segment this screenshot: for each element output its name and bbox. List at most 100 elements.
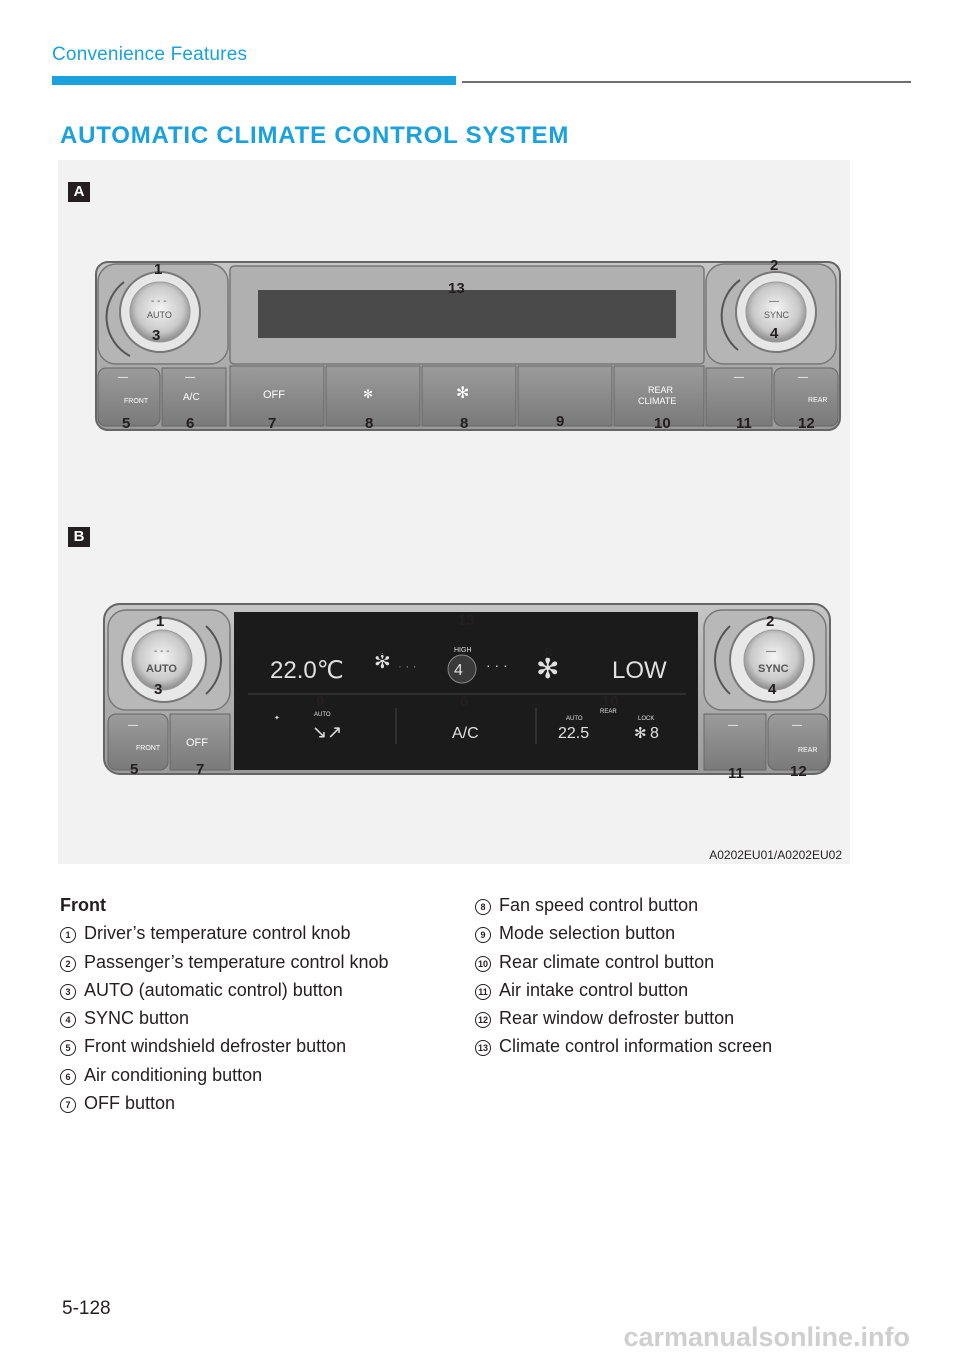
legend-number: 1: [60, 927, 76, 944]
panel-b-temp-right: LOW: [612, 657, 667, 684]
legend-text: OFF button: [84, 1093, 176, 1114]
climate-panels-illustration: - - - AUTO — SYNC: [95, 257, 841, 782]
svg-text:8: 8: [544, 645, 552, 662]
panel-b-ac-label: A/C: [452, 725, 479, 742]
svg-text:—: —: [734, 372, 744, 383]
svg-text:13: 13: [448, 280, 465, 297]
panel-b-temp-left: 22.0℃: [270, 657, 344, 684]
legend-text: Mode selection button: [499, 923, 676, 944]
watermark: carmanualsonline.info: [623, 1322, 910, 1352]
svg-text:—: —: [728, 720, 738, 731]
page-number: 5-128: [62, 1298, 111, 1319]
panel-b-front-label: FRONT: [136, 745, 161, 752]
panel-a-front-label: FRONT: [124, 398, 149, 405]
panel-b-off-label: OFF: [186, 737, 208, 749]
legend-text: Air intake control button: [499, 979, 689, 1000]
panel-b-mode-auto: AUTO: [314, 712, 331, 718]
panel-b-sync-label: SYNC: [758, 663, 789, 675]
svg-text:6: 6: [186, 415, 194, 432]
svg-text:12: 12: [798, 415, 815, 432]
legend-item: 3 AUTO (automatic control) button: [60, 976, 389, 1004]
svg-text:2: 2: [766, 613, 774, 630]
legend-heading: Front: [60, 895, 106, 915]
svg-text:↘↗: ↘↗: [312, 722, 342, 742]
svg-text:✦: ✦: [274, 714, 280, 722]
panel-b-rear-label: REAR: [600, 709, 617, 715]
svg-text:8: 8: [460, 415, 468, 432]
panel-b-lock-label: LOCK: [638, 716, 654, 722]
svg-text:6: 6: [460, 693, 468, 710]
svg-text:✻: ✻: [374, 651, 391, 673]
svg-text:3: 3: [154, 681, 162, 698]
legend-text: Fan speed control button: [499, 895, 699, 915]
panel-a-rear-label: REAR: [808, 397, 827, 404]
svg-text:- - -: - - -: [151, 296, 167, 307]
svg-text:9: 9: [316, 693, 324, 710]
svg-text:12: 12: [790, 763, 807, 780]
svg-text:5: 5: [130, 761, 138, 778]
panel-b-rear-button-label: REAR: [798, 747, 817, 754]
legend-text: Front windshield defroster button: [84, 1036, 347, 1057]
svg-text:3: 3: [152, 327, 160, 344]
svg-text:10: 10: [602, 693, 619, 710]
svg-text:4: 4: [768, 681, 777, 698]
legend-column-right: 8 Fan speed control button 9 Mode selectio…: [475, 891, 772, 1061]
svg-text:—: —: [769, 296, 779, 307]
legend-item: 9 Mode selection button: [475, 919, 772, 947]
svg-text:· · ·: · · ·: [398, 659, 417, 673]
svg-text:✻: ✻: [634, 725, 647, 742]
legend-number: 4: [60, 1012, 76, 1029]
svg-text:1: 1: [154, 261, 162, 278]
legend-number: 9: [475, 927, 491, 944]
legend-text: Air conditioning button: [84, 1064, 263, 1085]
panel-b-rear-temp: 22.5: [558, 725, 589, 742]
panel-a-ac-label: A/C: [183, 392, 200, 403]
legend-number: 3: [60, 983, 76, 1000]
svg-text:—: —: [128, 720, 138, 731]
header-accent-bar: [52, 76, 456, 85]
svg-text:11: 11: [728, 765, 744, 782]
panel-b-high-label: HIGH: [454, 647, 472, 654]
figure-label-a: A: [68, 182, 90, 202]
panel-a: - - - AUTO — SYNC: [95, 261, 841, 431]
panel-b-rear-fan: 8: [650, 725, 659, 742]
climate-control-figure: A B - - - AUTO: [58, 160, 850, 864]
svg-text:—: —: [792, 720, 802, 731]
legend-text: AUTO (automatic control) button: [84, 979, 343, 1000]
panel-b-fan-level: 4: [454, 662, 463, 679]
svg-text:✻: ✻: [363, 387, 373, 401]
svg-text:- - -: - - -: [154, 646, 170, 657]
svg-text:7: 7: [268, 415, 276, 432]
svg-text:2: 2: [770, 257, 778, 274]
page-title: AUTOMATIC CLIMATE CONTROL SYSTEM: [60, 122, 570, 149]
legend-number: 13: [475, 1040, 491, 1057]
svg-text:—: —: [798, 372, 808, 383]
legend-item: 8 Fan speed control button: [475, 891, 772, 919]
svg-text:10: 10: [654, 415, 671, 432]
figure-label-b: B: [68, 527, 90, 547]
legend-number: 12: [475, 1012, 491, 1029]
panel-b-rear-auto: AUTO: [566, 716, 583, 722]
header-section-title: Convenience Features: [52, 44, 248, 65]
panel-a-sync-label: SYNC: [764, 310, 790, 320]
legend-number: 8: [475, 899, 491, 915]
legend-number: 2: [60, 955, 76, 972]
panel-a-auto-label: AUTO: [147, 310, 172, 320]
svg-text:4: 4: [770, 325, 779, 342]
panel-a-rear-climate-line2: CLIMATE: [638, 396, 676, 406]
svg-text:· · ·: · · ·: [486, 657, 508, 673]
svg-text:11: 11: [736, 415, 752, 432]
panel-b-auto-label: AUTO: [146, 663, 177, 675]
legend-text: Rear climate control button: [499, 951, 715, 972]
